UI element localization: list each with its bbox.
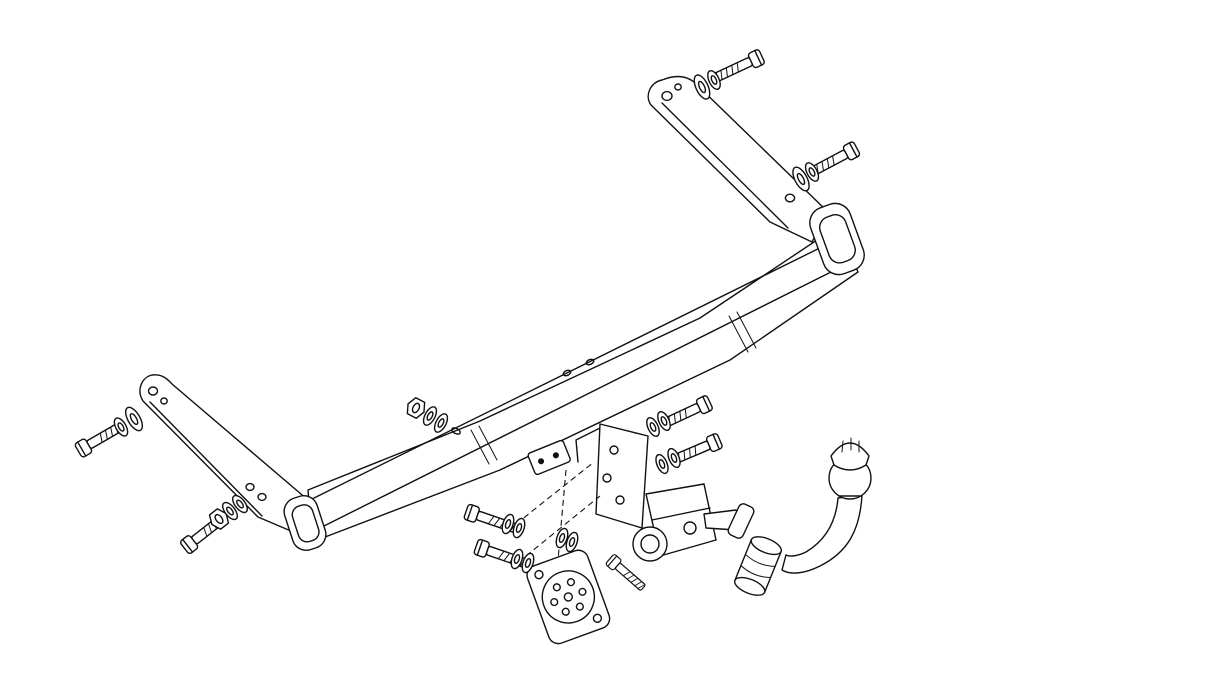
arm-hole bbox=[257, 492, 267, 502]
left-mounting-arm bbox=[139, 374, 309, 535]
bracket-hole bbox=[602, 473, 612, 483]
towball-cover-cap bbox=[830, 437, 870, 471]
receiver-tube-opening bbox=[632, 526, 668, 562]
towball-neck bbox=[781, 494, 863, 574]
arm-hole bbox=[674, 83, 682, 91]
lock-cylinder bbox=[683, 521, 697, 535]
bracket-hole bbox=[615, 495, 625, 505]
arm-hole bbox=[160, 397, 168, 405]
arm-hole bbox=[784, 193, 796, 203]
lever-paddle bbox=[727, 503, 755, 539]
beam-hole bbox=[585, 358, 595, 366]
arm-hole bbox=[147, 386, 159, 396]
towball-stem-cylinder bbox=[733, 536, 783, 596]
bracket-hole bbox=[609, 445, 619, 455]
beam-hole bbox=[562, 369, 572, 377]
socket-opening bbox=[541, 570, 596, 624]
beam-end-cap-left bbox=[283, 495, 327, 551]
beam-backing-plate bbox=[527, 439, 571, 476]
receiver-housing-with-release-lever bbox=[632, 483, 755, 562]
arm-hole bbox=[245, 482, 255, 492]
electrical-socket-plate bbox=[526, 549, 611, 645]
arm-hole bbox=[661, 90, 673, 102]
right-mounting-arm bbox=[647, 75, 829, 243]
beam-hole bbox=[451, 427, 461, 435]
crossbar-beam bbox=[307, 225, 859, 543]
swan-neck-towball bbox=[733, 437, 872, 596]
plate-hole bbox=[534, 569, 544, 580]
beam-end-cap-right bbox=[809, 202, 865, 276]
bolt bbox=[604, 553, 649, 594]
ball-mount-bracket bbox=[575, 423, 649, 529]
plate-hole bbox=[592, 613, 603, 623]
